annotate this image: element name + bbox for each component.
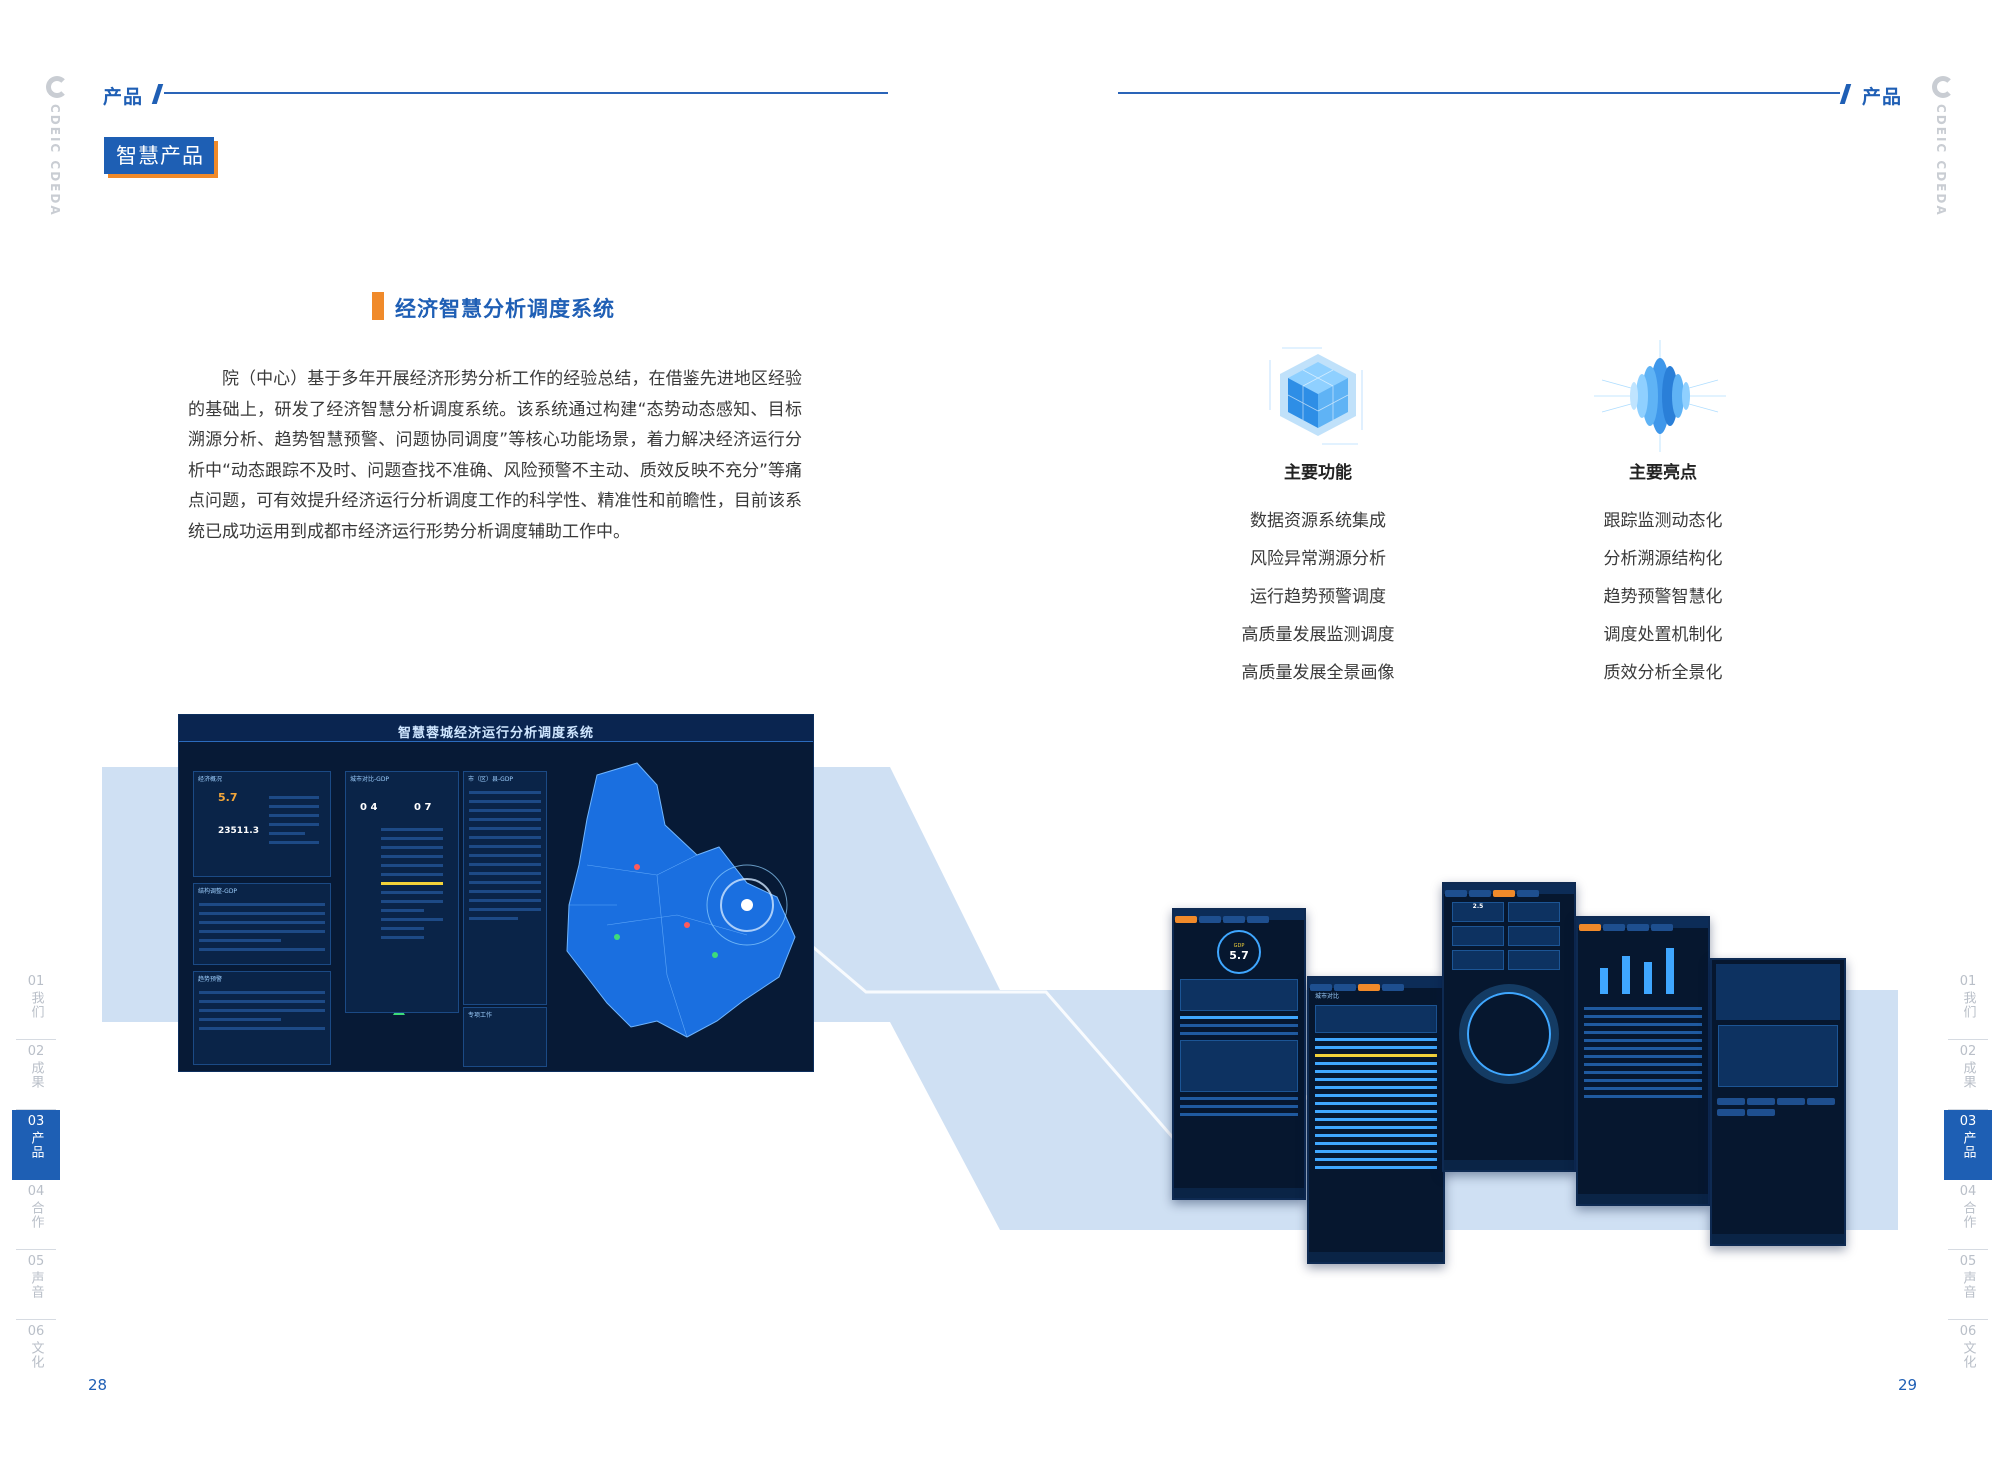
- panel-warning: 趋势预警: [193, 971, 331, 1065]
- phone-screen-1: GDP 5.7: [1172, 908, 1306, 1200]
- left-logo: CDEIC CDEDA: [46, 76, 68, 217]
- logo-mark-icon: [1932, 76, 1954, 98]
- gdp-value: 23511.3: [218, 826, 259, 836]
- counter-left: 0 4: [360, 802, 378, 813]
- panel-structure: 结构调整-GDP: [193, 883, 331, 965]
- features-heading: 主要功能: [1284, 463, 1352, 483]
- section-title-accent: [372, 292, 384, 320]
- cube-cluster-icon: [1262, 340, 1374, 452]
- panel-special: 专项工作: [463, 1007, 547, 1067]
- features-list: 数据资源系统集成 风险异常溯源分析 运行趋势预警调度 高质量发展监测调度 高质量…: [1198, 502, 1438, 692]
- logo-mark-icon: [46, 76, 68, 98]
- highlights-heading: 主要亮点: [1629, 463, 1697, 483]
- page-header-title-right: 产品: [1862, 86, 1903, 108]
- phone-screen-3: 2.5: [1442, 882, 1576, 1172]
- panel-overview: 经济概况 5.7 23511.3: [193, 771, 331, 877]
- phone-screen-2: 城市对比: [1307, 976, 1445, 1264]
- list-item: 质效分析全景化: [1603, 663, 1723, 683]
- panel-district: 市（区）县-GDP: [463, 771, 547, 1005]
- logo-text: CDEIC CDEDA: [48, 104, 62, 217]
- page-number-left: 28: [88, 1376, 108, 1394]
- header-rule-left: [164, 92, 888, 94]
- phone-screen-4: [1576, 916, 1710, 1206]
- list-item: 高质量发展全景画像: [1241, 663, 1395, 683]
- section-title: 经济智慧分析调度系统: [395, 297, 615, 321]
- dashboard-screenshot: 智慧蓉城经济运行分析调度系统 经济概况 5.7 23511.3 结构调整-GDP…: [178, 714, 814, 1072]
- page-number-right: 29: [1898, 1376, 1918, 1394]
- header-rule-right: [1118, 92, 1840, 94]
- list-item: 分析溯源结构化: [1603, 549, 1723, 569]
- list-item: 高质量发展监测调度: [1241, 625, 1395, 645]
- city-map: [566, 762, 796, 1038]
- signal-wave-icon: [1594, 340, 1726, 452]
- right-logo: CDEIC CDEDA: [1932, 76, 1954, 217]
- phone-screen-5: [1710, 958, 1846, 1246]
- counter-right: 0 7: [414, 802, 432, 813]
- list-item: 风险异常溯源分析: [1250, 549, 1386, 569]
- list-item: 趋势预警智慧化: [1603, 587, 1723, 607]
- page-header-title-left: 产品: [103, 86, 144, 108]
- highlights-list: 跟踪监测动态化 分析溯源结构化 趋势预警智慧化 调度处置机制化 质效分析全景化: [1543, 502, 1783, 692]
- logo-text: CDEIC CDEDA: [1934, 104, 1948, 217]
- list-item: 调度处置机制化: [1603, 625, 1723, 645]
- dashboard-title: 智慧蓉城经济运行分析调度系统: [397, 726, 594, 741]
- list-item: 运行趋势预警调度: [1250, 587, 1386, 607]
- list-item: 数据资源系统集成: [1250, 511, 1386, 531]
- list-item: 跟踪监测动态化: [1603, 511, 1723, 531]
- section-badge: 智慧产品: [104, 137, 214, 174]
- growth-value: 5.7: [218, 791, 238, 804]
- intro-paragraph: 院（中心）基于多年开展经济形势分析工作的经验总结，在借鉴先进地区经验的基础上，研…: [188, 369, 802, 542]
- panel-city-compare: 城市对比-GDP 0 4 0 7: [345, 771, 459, 1013]
